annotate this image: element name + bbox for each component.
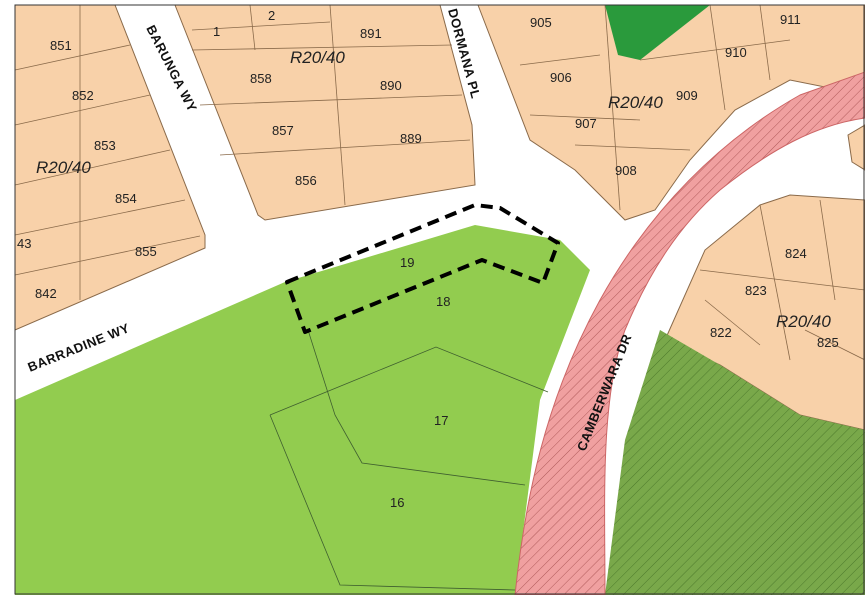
lot-number: 906 bbox=[550, 70, 572, 85]
lot-number: 852 bbox=[72, 88, 94, 103]
lot-number: 1 bbox=[213, 24, 220, 39]
residential-block-ne bbox=[477, 4, 865, 221]
zone-label-n: R20/40 bbox=[290, 48, 345, 67]
lot-number: 889 bbox=[400, 131, 422, 146]
lot-number: 822 bbox=[710, 325, 732, 340]
lot-number: 855 bbox=[135, 244, 157, 259]
map-frame bbox=[14, 4, 865, 595]
lot-number: 909 bbox=[676, 88, 698, 103]
lot-number: 825 bbox=[817, 335, 839, 350]
zone-label-ne: R20/40 bbox=[608, 93, 663, 112]
zone-label-e: R20/40 bbox=[776, 312, 831, 331]
lot-lines-ne bbox=[519, 4, 791, 211]
lot-number: 842 bbox=[35, 286, 57, 301]
public-open-space bbox=[15, 225, 590, 595]
lot-number: 911 bbox=[780, 12, 801, 27]
lot-number: 19 bbox=[400, 255, 414, 270]
lot-number: 856 bbox=[295, 173, 317, 188]
lot-number: 16 bbox=[390, 495, 404, 510]
residential-block-e bbox=[664, 194, 865, 431]
lot-number: 43 bbox=[17, 236, 31, 251]
lot-number: 857 bbox=[272, 123, 294, 138]
reserve-dark-green bbox=[605, 5, 710, 60]
zone-label-nw: R20/40 bbox=[36, 158, 91, 177]
road-reserve-camberwara bbox=[514, 71, 865, 595]
residential-fragment-east bbox=[847, 124, 865, 171]
lot-lines-e bbox=[699, 199, 865, 361]
lot-number: 851 bbox=[50, 38, 72, 53]
bushland-hatched bbox=[605, 330, 865, 595]
lot-number: 907 bbox=[575, 116, 597, 131]
lot-number: 18 bbox=[436, 294, 450, 309]
lot-number: 2 bbox=[268, 8, 275, 23]
lot-number: 910 bbox=[725, 45, 747, 60]
lot-number: 823 bbox=[745, 283, 767, 298]
lot-number: 858 bbox=[250, 71, 272, 86]
lot-number: 908 bbox=[615, 163, 637, 178]
lot-number: 890 bbox=[380, 78, 402, 93]
open-space-lot-lines bbox=[269, 329, 549, 591]
lot-number: 824 bbox=[785, 246, 807, 261]
lot-number: 905 bbox=[530, 15, 552, 30]
lot-number: 854 bbox=[115, 191, 137, 206]
lot-lines-n bbox=[191, 4, 471, 206]
lot-lines-nw bbox=[14, 5, 201, 300]
lot-number: 853 bbox=[94, 138, 116, 153]
lot-number: 891 bbox=[360, 26, 382, 41]
lot-number: 17 bbox=[434, 413, 448, 428]
